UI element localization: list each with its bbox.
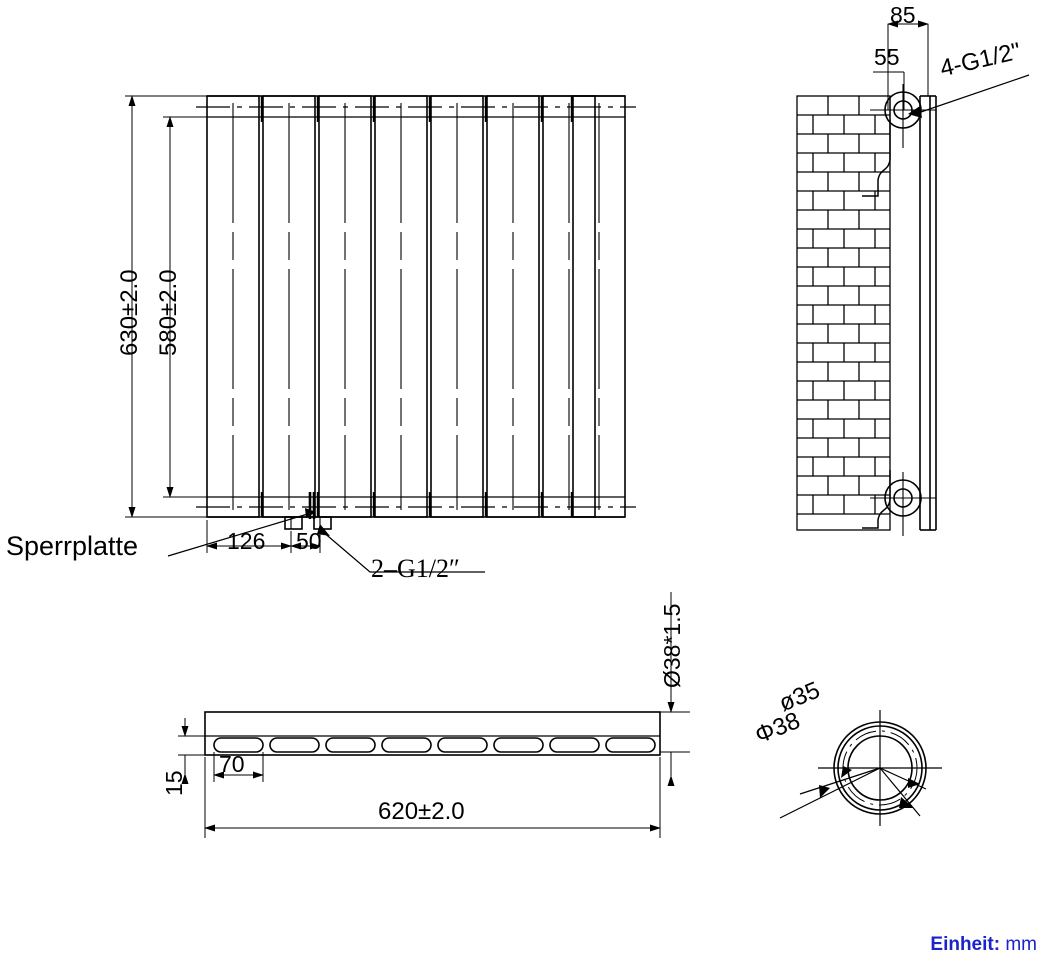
dim-55 <box>873 60 905 110</box>
radiator-panel <box>572 95 626 518</box>
dim-label-tube-spec: Ø38*1.5 <box>659 603 685 688</box>
dim-85 <box>887 20 929 96</box>
radiator-panel <box>206 95 260 518</box>
dim-panel-height <box>163 116 207 498</box>
connections-leader <box>317 524 485 573</box>
dim-label-50: 50 <box>296 528 322 554</box>
connections-4-leader <box>908 74 1030 118</box>
side-view <box>796 20 1030 536</box>
bracket-upper <box>862 120 891 197</box>
unit-note-label: Einheit: <box>930 934 1001 955</box>
connections-2-label: 2–G1/2″ <box>371 554 460 583</box>
dim-620 <box>204 757 661 838</box>
dim-tube-spec <box>660 592 690 786</box>
dim-label-85: 85 <box>890 2 916 28</box>
leader-o35 <box>799 767 881 795</box>
manifold-centerline <box>196 106 636 508</box>
unit-note-value: mm <box>1005 934 1037 955</box>
dim-overall-height <box>125 95 207 518</box>
header-rails <box>207 95 625 518</box>
radiator-panel <box>262 95 316 518</box>
top-view <box>178 592 690 838</box>
dim-label-panel-height: 580±2.0 <box>155 269 182 356</box>
top-view-oval <box>213 737 656 753</box>
sperrplatte-leader <box>167 508 316 557</box>
leader-p38 <box>779 767 881 819</box>
radiator-panel <box>430 95 484 518</box>
dim-70 <box>213 752 264 782</box>
front-view-panels <box>196 95 636 530</box>
dim-label-15: 15 <box>161 770 187 796</box>
radiator-panel <box>542 95 596 518</box>
pipe-fitting-upper <box>870 84 936 148</box>
brick-wall-hatch <box>796 95 891 531</box>
bracket-lower <box>862 470 891 529</box>
sperrplatte-label: Sperrplatte <box>6 531 139 561</box>
side-radiator-profile <box>919 95 937 531</box>
dim-15 <box>178 718 205 784</box>
dim-126-50 <box>206 520 321 553</box>
radiator-panel <box>318 95 372 518</box>
radiator-panel <box>374 95 428 518</box>
unit-note: Einheit: mm <box>930 934 1037 956</box>
panel-joints <box>260 96 574 517</box>
dim-label-55: 55 <box>874 44 900 70</box>
radiator-panel <box>486 95 540 518</box>
pipe-fitting-lower <box>870 472 936 536</box>
dim-label-70: 70 <box>219 751 245 777</box>
tube-cross-section-detail <box>779 710 942 826</box>
dim-label-overall-height: 630±2.0 <box>116 269 143 356</box>
dim-label-126: 126 <box>227 528 266 554</box>
dim-label-620: 620±2.0 <box>378 798 465 825</box>
